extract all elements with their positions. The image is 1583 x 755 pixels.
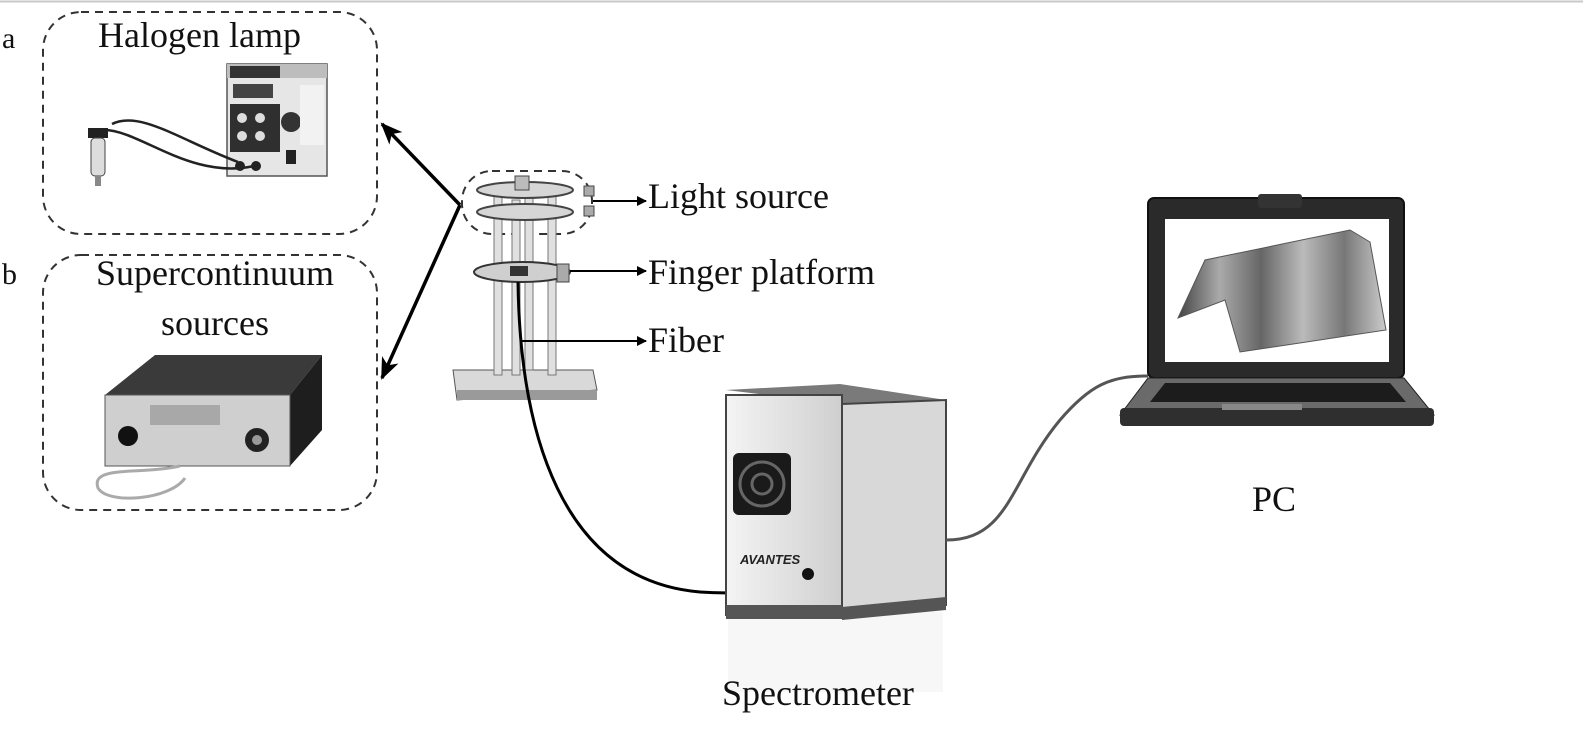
arrow-to-supercontinuum [380, 204, 462, 380]
spectrometer-brand: AVANTES [740, 552, 801, 567]
supercontinuum-label-line1: Supercontinuum [96, 253, 334, 293]
panel-b-letter: b [2, 258, 17, 291]
pc-label: PC [1252, 479, 1297, 519]
supercontinuum-label-line2: sources [161, 303, 269, 343]
light-source-label: Light source [648, 176, 829, 216]
arrow-to-halogen [380, 122, 462, 207]
halogen-lamp-label: Halogen lamp [98, 15, 301, 55]
spectrometer-device [725, 384, 947, 692]
laptop-pc [1118, 194, 1436, 426]
finger-platform-label: Finger platform [648, 252, 875, 292]
usb-cable [945, 374, 1149, 542]
halogen-lamp-device [88, 63, 328, 186]
fiber-label: Fiber [648, 320, 724, 360]
spectrometer-label: Spectrometer [722, 673, 914, 713]
halogen-lamp-panel-box [42, 11, 378, 235]
panel-a-letter: a [2, 22, 16, 55]
supercontinuum-panel-box [42, 254, 378, 511]
supercontinuum-device [95, 355, 322, 500]
